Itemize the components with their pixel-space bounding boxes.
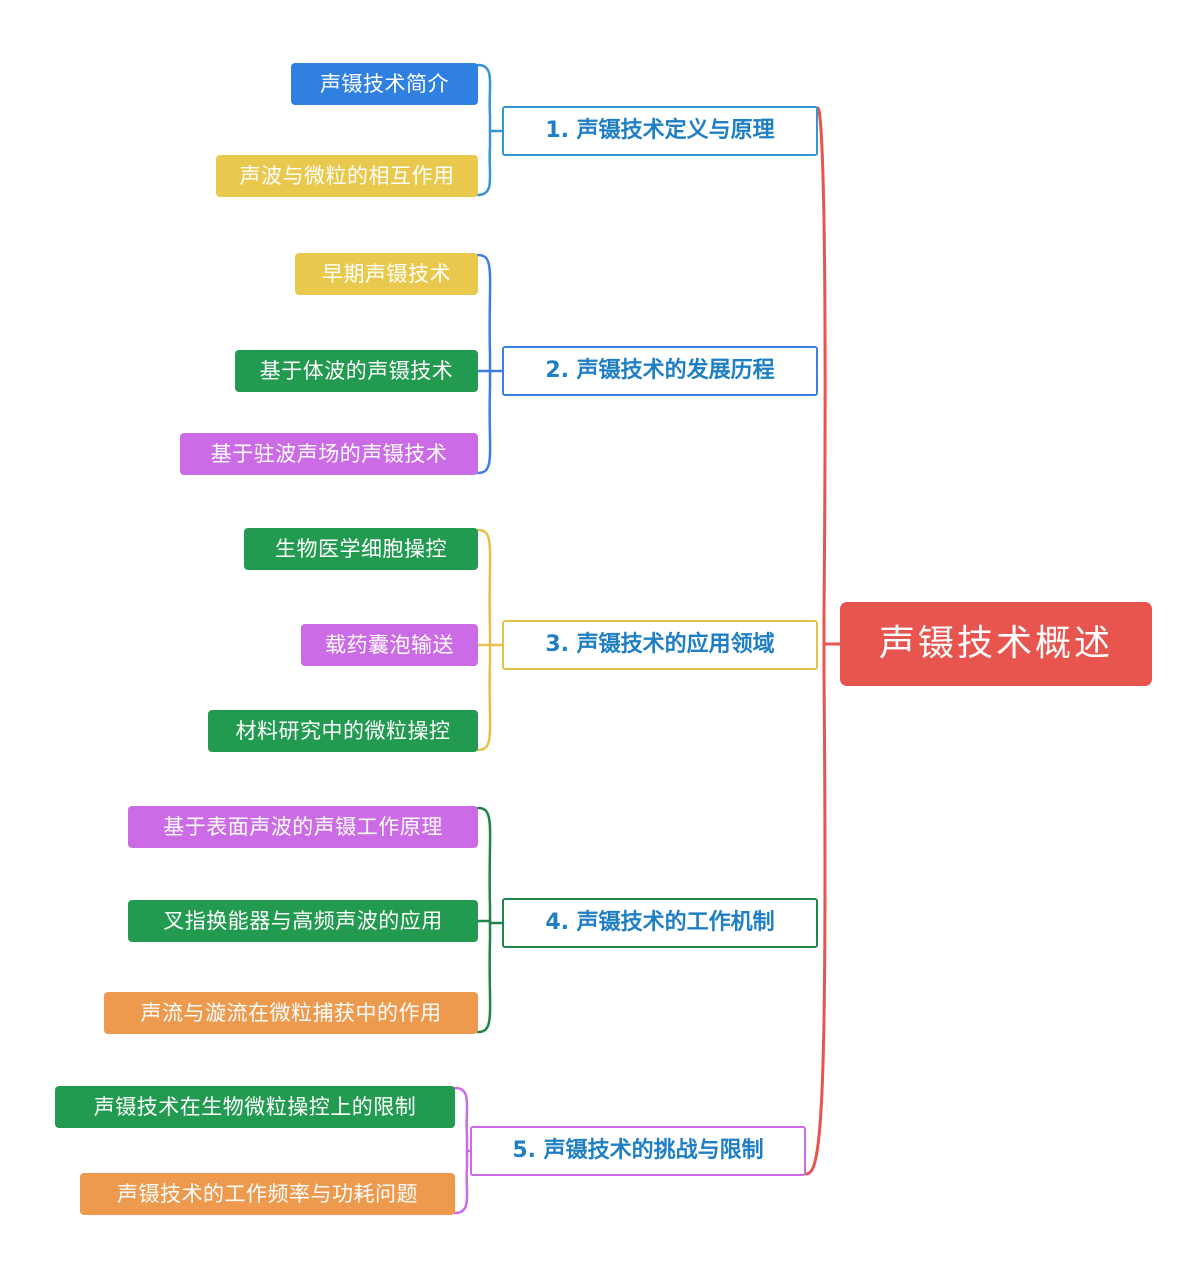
leaf-node-4-2[interactable]: 叉指换能器与高频声波的应用 xyxy=(128,900,478,942)
leaf-node-4-3[interactable]: 声流与漩流在微粒捕获中的作用 xyxy=(104,992,478,1034)
leaf-node-5-2[interactable]: 声镊技术的工作频率与功耗问题 xyxy=(80,1173,455,1215)
connector-line xyxy=(476,253,492,475)
connector-line xyxy=(476,528,492,752)
leaf-node-2-1[interactable]: 早期声镊技术 xyxy=(295,253,478,295)
leaf-node-3-3[interactable]: 材料研究中的微粒操控 xyxy=(208,710,478,752)
connector-line xyxy=(476,63,492,197)
branch-node-2[interactable]: 2. 声镊技术的发展历程 xyxy=(502,346,818,396)
branch-node-3[interactable]: 3. 声镊技术的应用领域 xyxy=(502,620,818,670)
leaf-node-1-1[interactable]: 声镊技术简介 xyxy=(291,63,478,105)
branch-node-4[interactable]: 4. 声镊技术的工作机制 xyxy=(502,898,818,948)
leaf-node-1-2[interactable]: 声波与微粒的相互作用 xyxy=(216,155,478,197)
leaf-node-2-2[interactable]: 基于体波的声镊技术 xyxy=(235,350,478,392)
connector-line xyxy=(453,1086,469,1215)
root-node[interactable]: 声镊技术概述 xyxy=(840,602,1152,686)
leaf-node-5-1[interactable]: 声镊技术在生物微粒操控上的限制 xyxy=(55,1086,455,1128)
branch-node-5[interactable]: 5. 声镊技术的挑战与限制 xyxy=(470,1126,806,1176)
branch-node-1[interactable]: 1. 声镊技术定义与原理 xyxy=(502,106,818,156)
leaf-node-2-3[interactable]: 基于驻波声场的声镊技术 xyxy=(180,433,478,475)
connector-line xyxy=(476,806,492,1034)
leaf-node-3-2[interactable]: 载药囊泡输送 xyxy=(301,624,478,666)
leaf-node-4-1[interactable]: 基于表面声波的声镊工作原理 xyxy=(128,806,478,848)
leaf-node-3-1[interactable]: 生物医学细胞操控 xyxy=(244,528,478,570)
